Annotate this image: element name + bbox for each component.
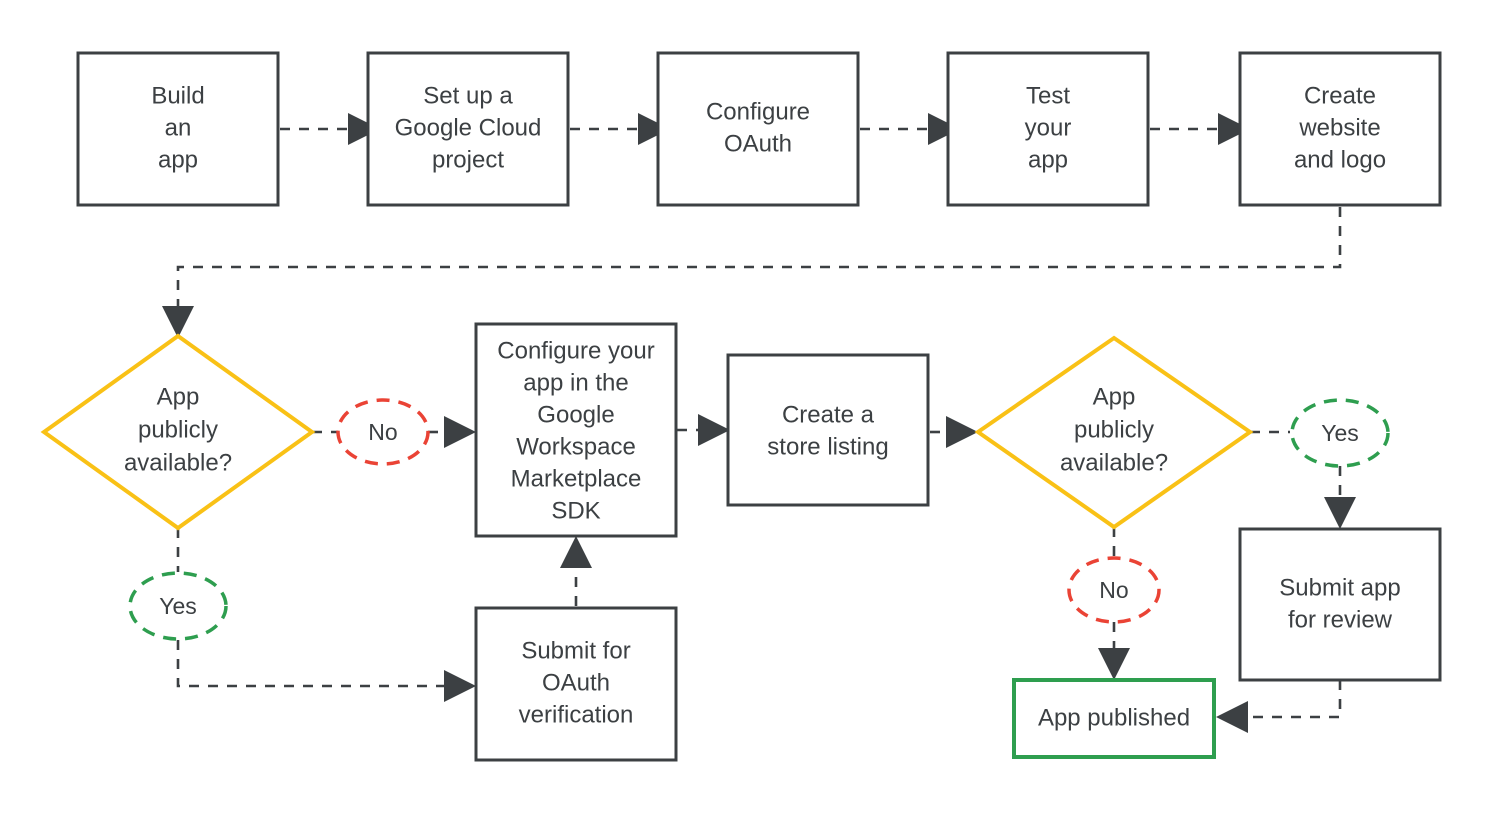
node-submit-oauth-verification-box [474,606,678,762]
node-set-up-project-line2: Google Cloud [395,114,542,141]
node-set-up-project[interactable]: Set up a Google Cloud project [366,51,570,207]
yes-label-ellipse-1 [128,571,228,641]
node-configure-sdk[interactable]: Configure your app in the Google Workspa… [474,322,678,538]
node-configure-oauth[interactable]: Configure OAuth [656,51,860,207]
node-decision-1-line3: available? [124,449,232,476]
node-configure-sdk-box [474,322,678,538]
no-label-text-2: No [1099,577,1128,603]
yes-label-text-1: Yes [159,593,197,619]
node-decision-app-publicly-available-1[interactable]: App publicly available? [40,333,316,531]
edge-test-to-website [1150,113,1250,145]
node-configure-oauth-box [656,51,860,207]
node-create-store-listing-line2: store listing [767,433,888,460]
node-create-website-logo-line3: and logo [1294,146,1386,173]
node-submit-app-review[interactable]: Submit app for review [1238,527,1442,682]
node-configure-oauth-line2: OAuth [724,130,792,157]
edge-label-decision1-no: No [336,398,430,466]
edge-oauth-verification-to-sdk [560,536,592,606]
no-label-ellipse-2 [1067,556,1161,624]
yes-label-ellipse-2 [1290,398,1390,468]
node-create-website-logo-box [1238,51,1442,207]
node-decision-2-line3: available? [1060,449,1168,476]
node-build-an-app-line1: Build [151,82,204,109]
node-submit-app-review-line1: Submit app [1279,574,1400,601]
node-build-an-app-line2: an [165,114,192,141]
node-app-published[interactable]: App published [1012,678,1216,759]
no-label-text-1: No [368,419,397,445]
edge-setup-to-oauth [570,113,670,145]
edge-sdk-to-store-listing [677,414,730,446]
node-test-your-app-box [946,51,1150,207]
node-decision-2-diamond [974,335,1254,530]
node-decision-1-line1: App [157,383,200,410]
node-decision-1-line2: publicly [138,416,218,443]
yes-label-text-2: Yes [1321,420,1359,446]
edge-label-decision2-no: No [1067,556,1161,624]
edge-label-decision2-yes: Yes [1290,398,1390,468]
node-build-an-app-box [76,51,280,207]
node-create-store-listing-line1: Create a [782,401,875,428]
node-decision-2-line1: App [1093,383,1136,410]
node-submit-app-review-box [1238,527,1442,682]
no-label-ellipse-1 [336,398,430,466]
node-test-your-app-line1: Test [1026,82,1070,109]
node-app-published-box [1012,678,1216,759]
node-test-your-app-line2: your [1025,114,1072,141]
edge-store-listing-to-decision2 [930,416,978,448]
edge-decision1-yes-to-oauth-verification [176,528,476,702]
edge-oauth-to-test [860,113,960,145]
node-configure-oauth-line1: Configure [706,98,810,125]
node-test-your-app-line3: app [1028,146,1068,173]
node-submit-oauth-verification-line2: OAuth [542,669,610,696]
edge-review-to-published [1216,680,1342,733]
node-submit-app-review-line2: for review [1288,606,1393,633]
node-set-up-project-box [366,51,570,207]
node-decision-app-publicly-available-2[interactable]: App publicly available? [974,335,1254,530]
node-set-up-project-line1: Set up a [423,82,513,109]
node-app-published-label: App published [1038,704,1190,731]
node-create-store-listing[interactable]: Create a store listing [726,353,930,507]
node-create-website-logo-line2: website [1298,114,1380,141]
node-decision-2-line2: publicly [1074,416,1154,443]
edge-website-to-decision1 [162,207,1342,338]
node-submit-oauth-verification-line1: Submit for [521,637,630,664]
node-create-website-logo[interactable]: Create website and logo [1238,51,1442,207]
node-configure-sdk-line1: Configure your [497,337,654,364]
node-configure-sdk-line2: app in the [523,369,628,396]
node-test-your-app[interactable]: Test your app [946,51,1150,207]
edge-decision2-no-to-published [1098,527,1130,680]
node-submit-oauth-verification-line3: verification [519,701,634,728]
node-build-an-app[interactable]: Build an app [76,51,280,207]
node-create-store-listing-box [726,353,930,507]
node-set-up-project-line3: project [432,146,504,173]
node-build-an-app-line3: app [158,146,198,173]
edge-label-decision1-yes: Yes [128,571,228,641]
node-submit-oauth-verification[interactable]: Submit for OAuth verification [474,606,678,762]
node-configure-sdk-line6: SDK [551,497,600,524]
edge-build-to-setup [280,113,380,145]
node-configure-sdk-line5: Marketplace [511,465,642,492]
node-create-website-logo-line1: Create [1304,82,1376,109]
node-decision-1-diamond [40,333,316,531]
node-configure-sdk-line3: Google [537,401,614,428]
node-configure-sdk-line4: Workspace [516,433,636,460]
edge-decision1-no-to-sdk [312,416,476,448]
edge-decision2-yes-to-review [1250,430,1356,529]
